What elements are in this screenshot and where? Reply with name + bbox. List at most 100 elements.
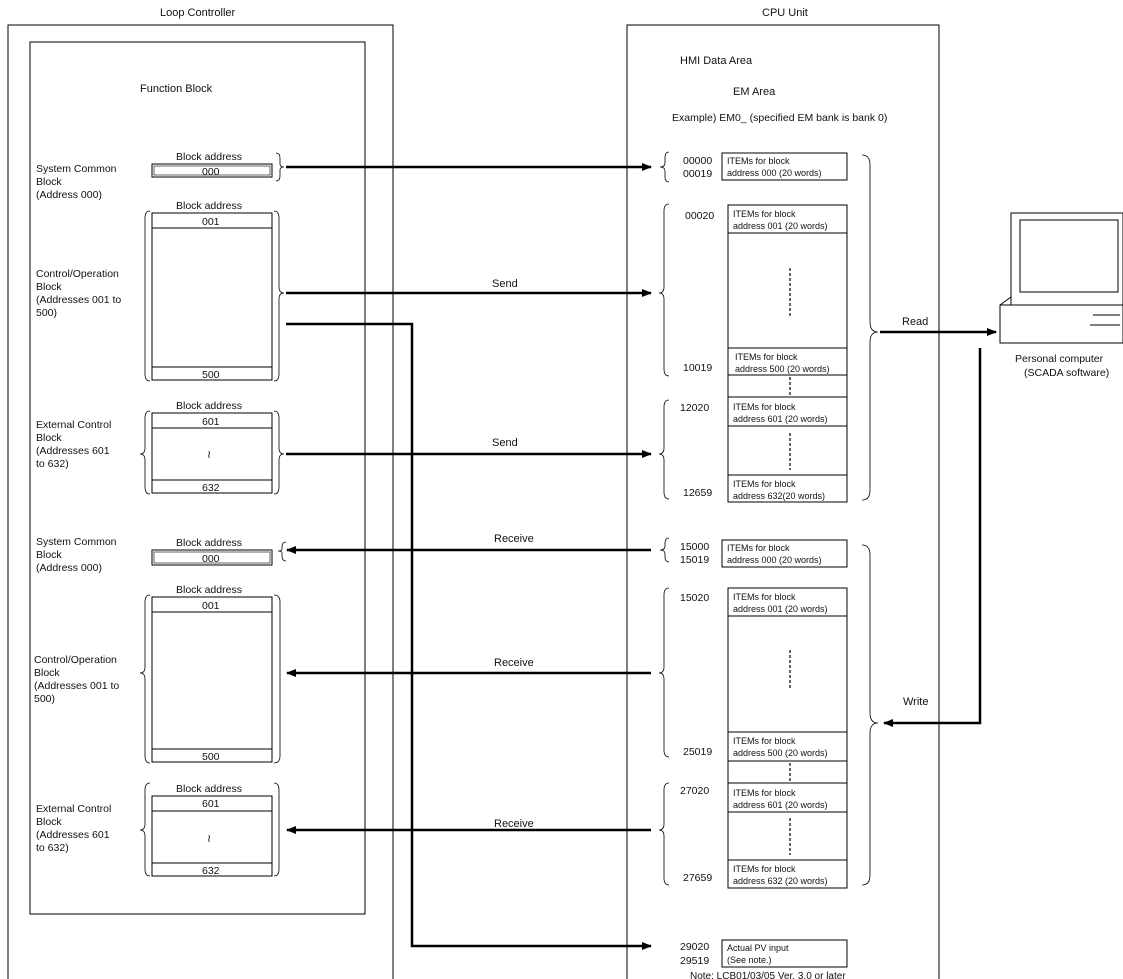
recv-block-000-inner: [153, 551, 271, 564]
label-line: System Common: [36, 163, 117, 175]
brace: [861, 154, 879, 501]
em-address: 27020: [680, 785, 709, 797]
recv-block-632-value: 632: [202, 865, 220, 877]
function-block-title: Function Block: [140, 83, 213, 95]
brace: [658, 203, 670, 377]
recv-block-000-box: [151, 549, 273, 566]
block-address-label: Block address: [176, 537, 242, 549]
brace: [139, 782, 151, 877]
write-label: Write: [903, 696, 928, 708]
receive-label: Receive: [494, 657, 534, 669]
brace: [139, 594, 151, 764]
block-001-value: 001: [202, 216, 220, 228]
items-text: address 001 (20 words): [733, 604, 828, 614]
em-address: 25019: [683, 746, 712, 758]
items-text: ITEMs for block: [733, 479, 796, 489]
brace: [277, 541, 287, 562]
label-line: (Addresses 601: [36, 445, 110, 457]
em-column-601-632: [727, 396, 848, 503]
recv-block-500-value: 500: [202, 751, 220, 763]
send-label: Send: [492, 278, 518, 290]
brace: [658, 587, 670, 758]
items-text: address 001 (20 words): [733, 221, 828, 231]
block-000-box: [151, 163, 273, 178]
items-text: ITEMs for block: [727, 156, 790, 166]
brace: [273, 410, 285, 495]
items-text: address 500 (20 words): [733, 748, 828, 758]
recv-system-common-label: System Common Block (Address 000): [36, 536, 117, 574]
items-text: address 000 (20 words): [727, 168, 822, 178]
label-line: (Address 000): [36, 189, 102, 201]
block-000-inner: [153, 165, 271, 176]
block-address-label: Block address: [176, 783, 242, 795]
em-items-recv-000: [721, 539, 848, 568]
items-text: ITEMs for block: [727, 543, 790, 553]
em-address: 12020: [680, 402, 709, 414]
version-note: Note: LCB01/03/05 Ver. 3.0 or later: [690, 971, 846, 979]
block-601-value: 601: [202, 416, 220, 428]
computer-label: Personal computer: [1015, 353, 1104, 365]
label-line: Block: [36, 549, 62, 561]
label-line: Block: [34, 667, 60, 679]
monitor-screen: [1019, 219, 1119, 293]
em-gap-cell: [727, 760, 848, 784]
brace: [658, 399, 670, 500]
items-text: address 632(20 words): [733, 491, 825, 501]
label-line: Control/Operation: [36, 268, 119, 280]
items-text: address 632 (20 words): [733, 876, 828, 886]
brace: [139, 410, 151, 495]
label-line: 500): [34, 693, 55, 705]
em-area-title: EM Area: [733, 86, 776, 98]
block-632-value: 632: [202, 482, 220, 494]
pc-base: [999, 304, 1123, 344]
recv-block-601-value: 601: [202, 798, 220, 810]
function-block-frame: [29, 41, 366, 915]
label-line: to 632): [36, 842, 69, 854]
em-actual-pv-box: [721, 939, 848, 968]
em-address: 00000: [683, 155, 712, 167]
items-text: ITEMs for block: [733, 402, 796, 412]
monitor-neck: [999, 296, 1012, 306]
label-line: (Addresses 601: [36, 829, 110, 841]
items-text: address 500 (20 words): [735, 364, 830, 374]
em-address: 15020: [680, 592, 709, 604]
loop-controller-title: Loop Controller: [160, 7, 236, 19]
arrow-write: [883, 348, 982, 727]
label-line: External Control: [36, 803, 111, 815]
recv-block-tilde: ≀: [207, 833, 211, 845]
send-label: Send: [492, 437, 518, 449]
recv-control-op-label: Control/Operation Block (Addresses 001 t…: [34, 654, 119, 705]
cpu-unit-panel: [626, 24, 940, 979]
block-address-label: Block address: [176, 151, 242, 163]
items-text: ITEMs for block: [735, 352, 798, 362]
recv-block-000-value: 000: [202, 553, 220, 565]
em-address: 27659: [683, 872, 712, 884]
loop-controller-panel: [7, 24, 394, 979]
brace: [144, 210, 151, 382]
brace: [658, 782, 670, 886]
em-gap-cell: [727, 374, 848, 398]
em-address: 00020: [685, 210, 714, 222]
label-line: External Control: [36, 419, 111, 431]
em-items-000: [721, 152, 848, 181]
brace: [659, 537, 670, 563]
send-external-label: External Control Block (Addresses 601 to…: [36, 419, 111, 470]
block-address-label: Block address: [176, 584, 242, 596]
em-address: 00019: [683, 168, 712, 180]
brace: [273, 594, 281, 764]
recv-external-label: External Control Block (Addresses 601 to…: [36, 803, 111, 854]
em-bank-example: Example) EM0_ (specified EM bank is bank…: [672, 112, 887, 124]
read-label: Read: [902, 316, 928, 328]
label-line: Block: [36, 816, 62, 828]
em-address: 10019: [683, 362, 712, 374]
label-line: to 632): [36, 458, 69, 470]
label-line: (Addresses 001 to: [36, 294, 121, 306]
label-line: System Common: [36, 536, 117, 548]
label-line: (Address 000): [36, 562, 102, 574]
block-address-label: Block address: [176, 200, 242, 212]
label-line: Block: [36, 281, 62, 293]
items-text: address 601 (20 words): [733, 800, 828, 810]
items-text: ITEMs for block: [733, 736, 796, 746]
items-text: address 000 (20 words): [727, 555, 822, 565]
